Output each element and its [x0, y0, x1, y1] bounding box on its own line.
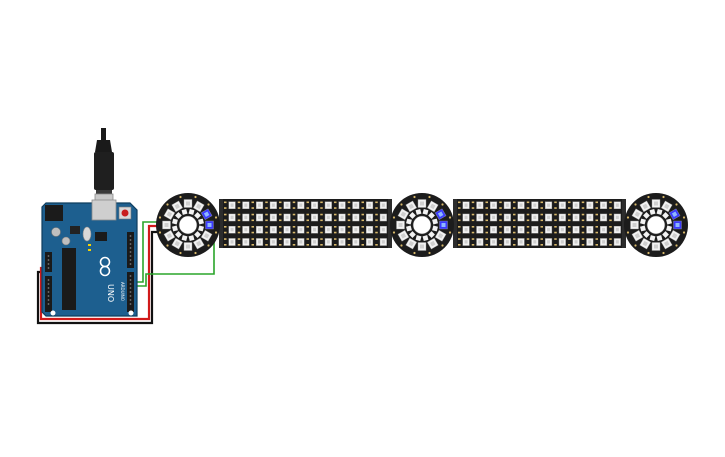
ring-led	[417, 199, 427, 208]
ring-led	[639, 200, 651, 213]
ring-led	[434, 230, 447, 242]
ring-led	[193, 237, 205, 250]
ring-led-lit	[673, 220, 682, 230]
ring-led	[200, 230, 213, 242]
reset-button[interactable]	[121, 209, 129, 217]
ring-led	[405, 200, 417, 213]
ring-led	[661, 200, 673, 213]
ring-led	[427, 200, 439, 213]
microcontroller-chip	[62, 248, 76, 310]
led-ring-2[interactable]	[390, 193, 454, 257]
ring-led	[397, 208, 410, 220]
ring-led	[397, 230, 410, 242]
ring-led	[631, 230, 644, 242]
ground-wire[interactable]	[36, 230, 158, 325]
ring-led	[651, 199, 661, 208]
ring-led-lit	[668, 208, 681, 220]
ring-led-lit	[205, 220, 214, 230]
arduino-logo-icon	[99, 256, 111, 277]
digital-header	[127, 232, 134, 268]
ring-led	[427, 237, 439, 250]
ring-led	[651, 242, 661, 251]
ring-led	[639, 237, 651, 250]
ring-led	[661, 237, 673, 250]
board-brand-text: ARDUINO	[120, 282, 125, 301]
led-strip-2[interactable]	[453, 199, 626, 248]
ring-led	[193, 200, 205, 213]
led-ring-3[interactable]	[624, 193, 688, 257]
ring-led	[183, 242, 193, 251]
ring-led	[171, 237, 183, 250]
arduino-uno-board[interactable]: UNO ARDUINO	[41, 199, 138, 317]
ring-led	[405, 237, 417, 250]
ring-led	[668, 230, 681, 242]
ring-led	[396, 220, 405, 230]
ring-led	[163, 208, 176, 220]
board-logo-text: UNO	[106, 284, 115, 302]
ring-led	[631, 208, 644, 220]
ring-led-lit	[439, 220, 448, 230]
data-wire-1[interactable]	[134, 221, 157, 283]
ring-led-lit	[200, 208, 213, 220]
power-jack	[45, 205, 63, 221]
ring-led	[162, 220, 171, 230]
ring-led	[183, 199, 193, 208]
led-rings	[156, 193, 688, 257]
led-strips	[219, 199, 626, 248]
ring-led	[630, 220, 639, 230]
ring-led	[171, 200, 183, 213]
ring-led-lit	[434, 208, 447, 220]
led-ring-1[interactable]	[156, 193, 220, 257]
ring-led	[163, 230, 176, 242]
led-strip-1[interactable]	[219, 199, 392, 248]
usb-port	[91, 199, 117, 221]
ring-led	[417, 242, 427, 251]
